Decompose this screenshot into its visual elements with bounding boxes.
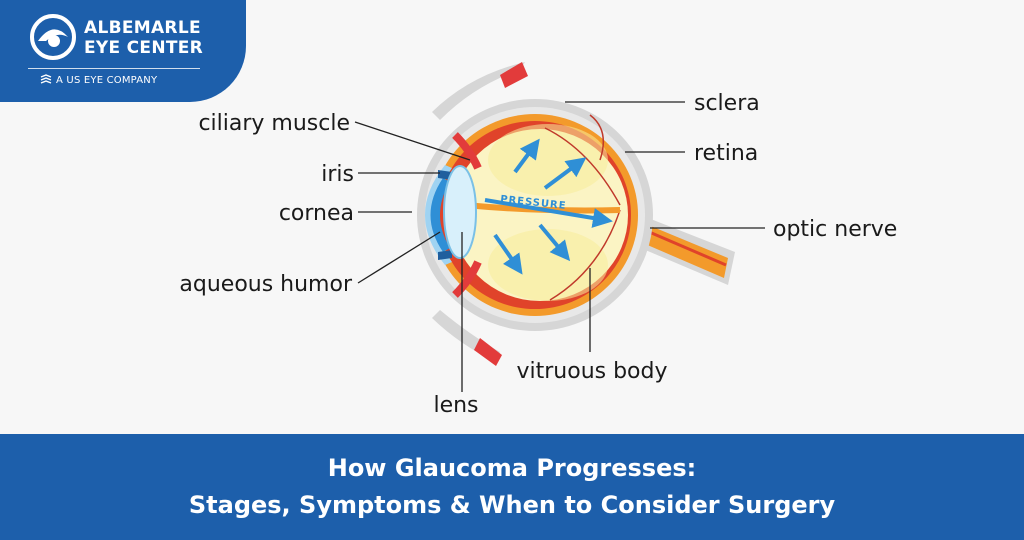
brand-logo[interactable]: ALBEMARLE EYE CENTER A US EYE COMPANY (0, 0, 246, 102)
label-optic-nerve: optic nerve (773, 217, 897, 242)
label-aqueous-humor: aqueous humor (179, 272, 353, 297)
us-eye-mark-icon (40, 74, 52, 84)
banner-title-line2: Stages, Symptoms & When to Consider Surg… (188, 491, 836, 519)
logo-name-line2: EYE CENTER (84, 38, 204, 58)
banner-title-line1: How Glaucoma Progresses: (327, 454, 697, 482)
eye-anatomy-diagram: PRESSURE ciliary muscle iris cornea aque… (179, 62, 897, 418)
logo-divider (28, 68, 200, 69)
leader-lines (354, 101, 765, 392)
label-retina: retina (694, 141, 758, 166)
label-sclera: sclera (694, 91, 760, 116)
title-banner: How Glaucoma Progresses: Stages, Symptom… (0, 434, 1024, 540)
ciliary-muscle-shape (432, 62, 528, 366)
label-ciliary-muscle: ciliary muscle (198, 111, 350, 136)
pressure-arrows (484, 138, 613, 275)
label-lens: lens (433, 393, 478, 418)
label-vitreous-body: vitruous body (516, 359, 667, 384)
label-iris: iris (321, 162, 354, 187)
logo-tagline: A US EYE COMPANY (56, 75, 158, 86)
cornea-shape (425, 165, 452, 265)
eye-logo-icon (30, 14, 76, 60)
label-cornea: cornea (279, 201, 354, 226)
lens-shape (443, 165, 477, 259)
logo-name-line1: ALBEMARLE (84, 18, 201, 38)
